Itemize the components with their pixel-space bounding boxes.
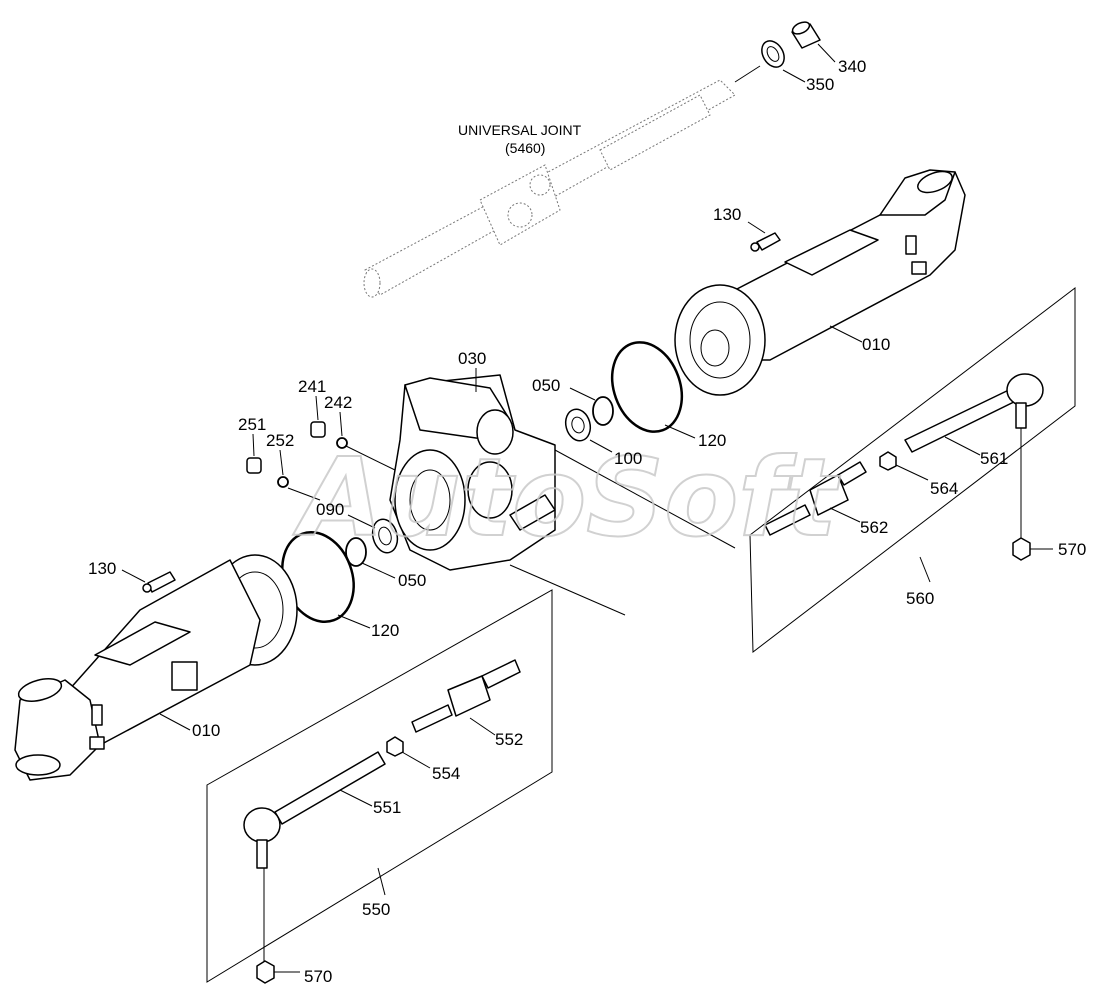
label-050-bottom: 050 [398,571,426,590]
label-560: 560 [906,589,934,608]
group-550-outline [206,589,553,983]
snap-ring-050-top [592,396,614,426]
label-130-left: 130 [88,559,116,578]
plug-241 [310,421,326,438]
o-ring-242 [336,437,348,449]
bolt-130-top [750,232,781,252]
universal-joint-code: (5460) [505,140,545,156]
label-340: 340 [838,57,866,76]
bolt-130-left [142,571,176,593]
nut-570-right [1012,537,1031,561]
universal-joint-shaft [363,65,761,298]
universal-joint-label: UNIVERSAL JOINT [458,122,582,138]
seal-ring-350 [761,40,785,68]
axle-housing-010-bottom [14,554,298,781]
snap-ring-050-bottom [345,537,367,567]
label-090: 090 [316,500,344,519]
nut-554 [386,736,404,757]
label-100: 100 [614,449,642,468]
axle-housing-010-top [674,169,966,396]
label-561: 561 [980,449,1008,468]
tie-rod-551 [243,751,386,869]
label-570-bottom: 570 [304,967,332,986]
tie-rod-561 [904,373,1044,453]
label-554: 554 [432,764,460,783]
bearing-090 [371,518,399,554]
plug-251 [246,457,262,474]
label-252: 252 [266,431,294,450]
watermark: AutoSoft [292,436,840,561]
group-560-outline [749,286,1076,653]
label-120-bottom: 120 [371,621,399,640]
label-050-top: 050 [532,376,560,395]
o-ring-120-top [610,341,684,433]
nut-564 [879,451,897,471]
adjuster-552 [411,659,521,733]
nut-570-bottom [256,960,275,984]
bearing-100 [564,408,592,442]
label-120-top: 120 [698,431,726,450]
label-251: 251 [238,415,266,434]
label-010-bottom: 010 [192,721,220,740]
label-552: 552 [495,730,523,749]
label-241: 241 [298,377,326,396]
label-030: 030 [458,349,486,368]
label-550: 550 [362,900,390,919]
o-ring-252 [277,476,289,488]
label-010-top: 010 [862,335,890,354]
label-564: 564 [930,479,958,498]
differential-case-030 [389,374,556,571]
label-350: 350 [806,75,834,94]
label-242: 242 [324,393,352,412]
label-130-top: 130 [713,205,741,224]
label-551: 551 [373,798,401,817]
label-562: 562 [860,518,888,537]
adjuster-562 [764,461,867,536]
bush-340 [791,21,821,49]
label-570-right: 570 [1058,540,1086,559]
